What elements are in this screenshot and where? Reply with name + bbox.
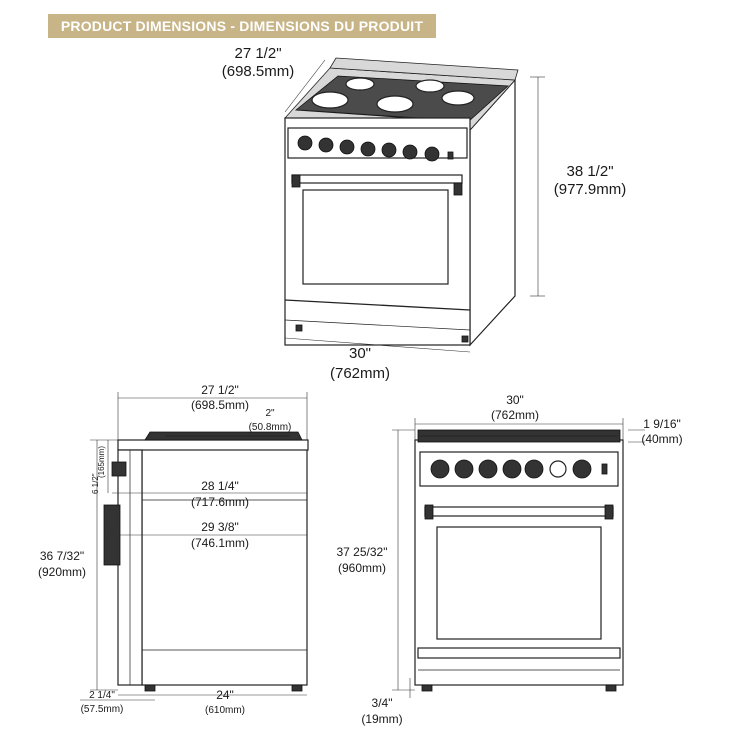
iso-height-label: 38 1/2"	[566, 163, 613, 180]
front-height-mm-label: (960mm)	[338, 561, 386, 575]
front-legs-mm-label: (19mm)	[361, 712, 402, 726]
side-view-dimensions	[80, 392, 308, 701]
side-body-depth-mm-label: (717.6mm)	[191, 495, 249, 509]
iso-depth-label: 27 1/2"	[234, 45, 281, 62]
side-handle-depth-mm-label: (746.1mm)	[191, 536, 249, 550]
side-cooktop-height-mm-label: (920mm)	[38, 565, 86, 579]
front-backguard-label: 1 9/16"	[643, 417, 681, 431]
side-backguard-mm-label: (50.8mm)	[249, 422, 292, 433]
front-view-dimensions	[392, 418, 645, 698]
iso-depth-mm-label: (698.5mm)	[222, 63, 295, 80]
front-control-knobs	[430, 459, 608, 479]
front-height-label: 37 25/32"	[337, 545, 388, 559]
side-backguard-label: 2"	[265, 408, 275, 419]
side-panel-height-mm-label: (165mm)	[97, 446, 106, 478]
page-title-banner: PRODUCT DIMENSIONS - DIMENSIONS DU PRODU…	[48, 14, 436, 38]
side-overall-depth-label: 27 1/2"	[201, 383, 239, 397]
side-cooktop-height-label: 36 7/32"	[40, 549, 84, 563]
side-panel-height-label: 6 1/2"	[91, 473, 100, 494]
front-legs-label: 3/4"	[372, 696, 393, 710]
front-width-label: 30"	[506, 393, 524, 407]
iso-height-mm-label: (977.9mm)	[554, 181, 627, 198]
side-base-depth-label: 24"	[216, 688, 234, 702]
control-knobs	[297, 135, 454, 162]
front-view-drawing	[414, 429, 624, 692]
side-body-depth-label: 28 1/4"	[201, 479, 239, 493]
side-handle-depth-label: 29 3/8"	[201, 520, 239, 534]
iso-width-label: 30"	[349, 345, 371, 362]
side-foot-offset-label: 2 1/4"	[89, 690, 115, 701]
side-foot-offset-mm-label: (57.5mm)	[81, 704, 124, 715]
isometric-dimensions	[284, 59, 545, 353]
front-backguard-mm-label: (40mm)	[641, 432, 682, 446]
front-width-mm-label: (762mm)	[491, 408, 539, 422]
side-view-drawing	[103, 431, 309, 692]
isometric-range-drawing	[284, 57, 519, 347]
side-overall-depth-mm-label: (698.5mm)	[191, 398, 249, 412]
iso-width-mm-label: (762mm)	[330, 365, 390, 382]
side-base-depth-mm-label: (610mm)	[205, 705, 245, 716]
